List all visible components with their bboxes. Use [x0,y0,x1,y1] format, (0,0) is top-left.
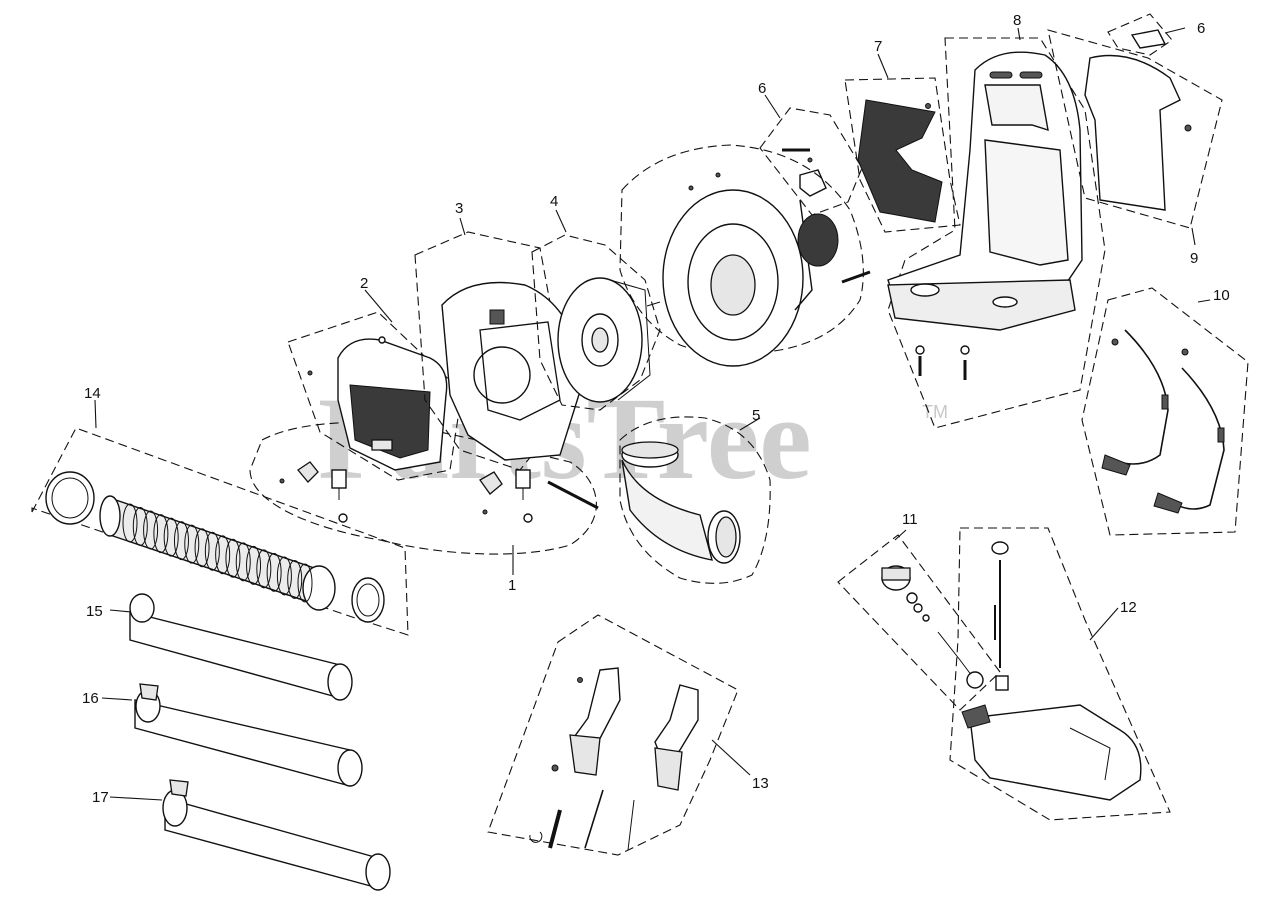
watermark-trademark: TM [922,402,948,422]
hose-ring [143,510,159,550]
hose-ring [215,535,231,575]
hose-ring [153,514,169,554]
hose-ring [235,542,251,582]
part-tube-17 [109,779,391,891]
hose-ring [266,552,282,592]
hose-ring [204,531,220,571]
hose-ring [194,528,210,568]
hose-ring [297,563,313,603]
part-group-12-fuel-tank [949,527,1171,821]
callout-9[interactable]: 9 [1190,250,1198,267]
callout-5[interactable]: 5 [752,407,760,424]
callout-3[interactable]: 3 [455,200,463,217]
callout-14[interactable]: 14 [84,385,101,402]
hose-ring [132,507,148,547]
callout-13[interactable]: 13 [752,775,769,792]
part-group-5-elbow [619,416,771,584]
callout-8[interactable]: 8 [1013,12,1021,29]
part-group-9-back-pad [1047,29,1223,246]
part-group-2-engine-shroud [287,289,463,481]
part-group-13-throttle-handle [487,614,751,856]
callout-4[interactable]: 4 [550,193,558,210]
part-group-3-fan-housing [414,217,583,471]
part-group-10-shoulder-straps [1081,287,1249,536]
hose-ring [256,549,272,589]
part-group-1-mounts [249,422,599,575]
part-group-8-backpack-frame [887,27,1106,429]
hose-ring [163,517,179,557]
callout-1[interactable]: 1 [508,577,516,594]
callout-12[interactable]: 12 [1120,599,1137,616]
callout-15[interactable]: 15 [86,603,103,620]
hose-corrugations [122,503,313,603]
callout-2[interactable]: 2 [360,275,368,292]
part-group-6-upper-clip [1107,13,1186,56]
hose-ring [173,521,189,561]
callout-17[interactable]: 17 [92,789,109,806]
hose-ring [246,545,262,585]
hose-ring [287,559,303,599]
part-tube-15 [109,593,353,701]
hose-ring [225,538,241,578]
part-group-7-filter [844,53,961,233]
callout-6-clip[interactable]: 6 [1197,20,1205,37]
callout-6-latch[interactable]: 6 [758,80,766,97]
part-group-11-fuel-cap [837,529,1001,711]
hose-ring [122,503,138,543]
blower-rear-cover-group [619,144,871,367]
callout-7[interactable]: 7 [874,38,882,55]
part-tube-16 [101,683,363,787]
callout-11[interactable]: 11 [902,511,918,528]
part-group-4-impeller [531,209,661,411]
hose-ring [276,556,292,596]
hose-ring [184,524,200,564]
callout-10[interactable]: 10 [1213,287,1230,304]
part-group-14-flex-hose [31,399,409,636]
part-group-6-latch [759,94,863,216]
callout-16[interactable]: 16 [82,690,99,707]
